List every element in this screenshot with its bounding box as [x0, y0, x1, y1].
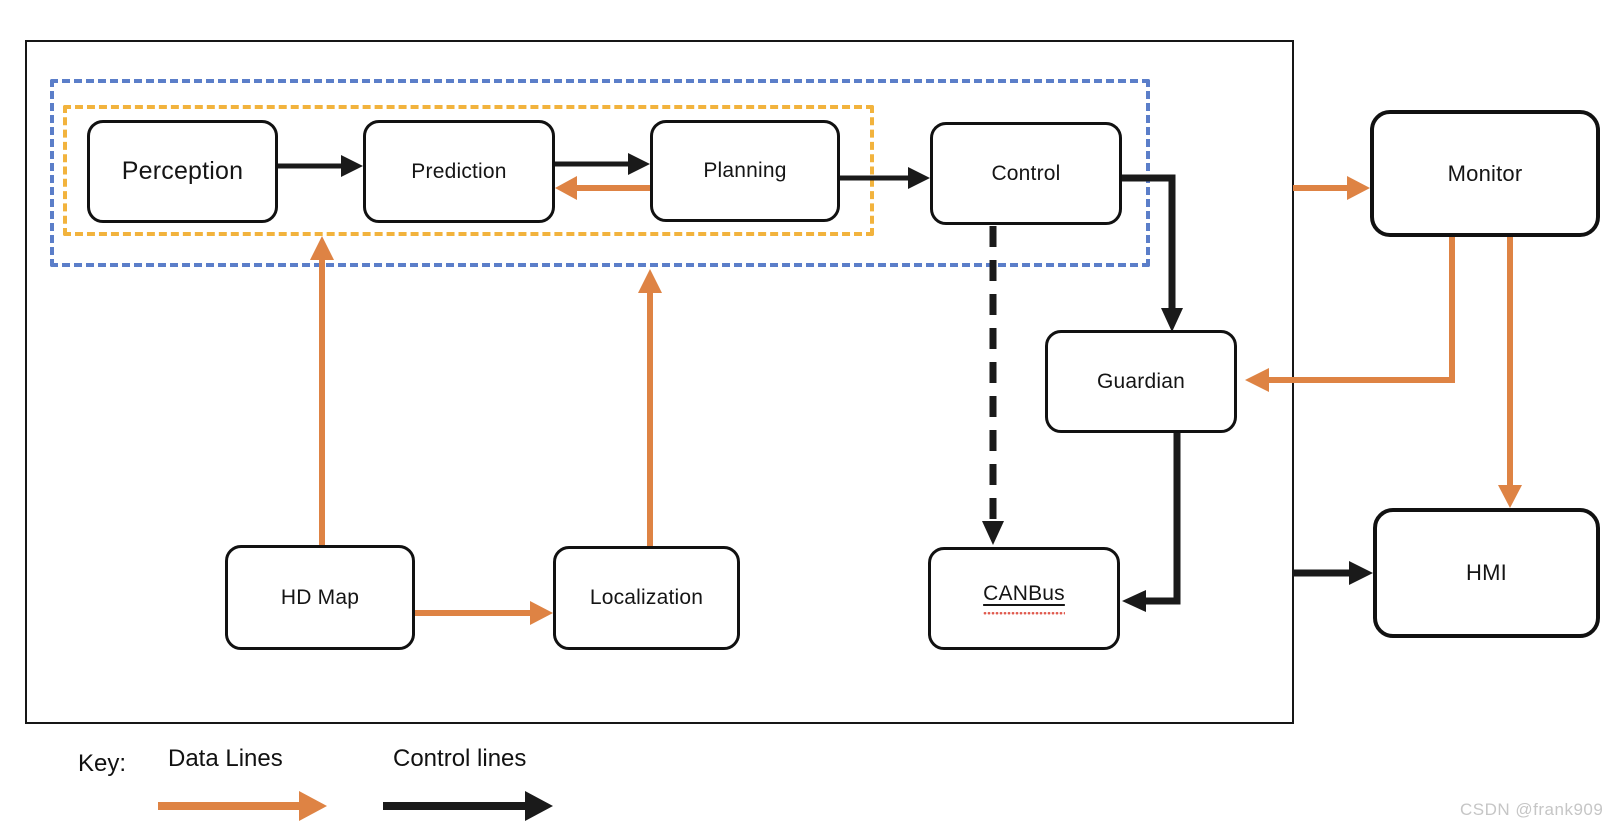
legend: Key: Data Lines Control lines	[0, 742, 700, 822]
node-hmi: HMI	[1373, 508, 1600, 638]
node-localization-label: Localization	[589, 586, 704, 609]
node-hd-map-label: HD Map	[280, 585, 360, 609]
legend-data-lines-label: Data Lines	[168, 745, 283, 772]
node-perception: Perception	[87, 120, 278, 223]
node-monitor: Monitor	[1370, 110, 1600, 237]
node-control: Control	[930, 122, 1122, 225]
node-prediction: Prediction	[363, 120, 555, 223]
arrow-frame-to-hmi	[1292, 561, 1373, 585]
outer-dashed-boundary	[50, 79, 1150, 267]
watermark: CSDN @frank909	[1460, 800, 1604, 819]
legend-title: Key:	[78, 750, 127, 777]
node-prediction-label: Prediction	[411, 159, 507, 183]
node-guardian-label: Guardian	[1097, 369, 1185, 393]
node-monitor-label: Monitor	[1447, 160, 1523, 186]
inner-dashed-boundary	[63, 105, 874, 236]
node-planning: Planning	[650, 120, 840, 222]
node-control-label: Control	[991, 161, 1061, 185]
legend-control-lines-label: Control lines	[393, 745, 527, 772]
node-guardian: Guardian	[1045, 330, 1237, 433]
arrow-frame-to-monitor	[1293, 176, 1370, 200]
node-planning-label: Planning	[703, 159, 787, 182]
arrow-monitor-to-hmi	[1498, 237, 1522, 508]
node-canbus: CANBus	[928, 547, 1120, 650]
node-canbus-label: CANBus	[983, 582, 1065, 615]
node-hd-map: HD Map	[225, 545, 415, 650]
node-perception-label: Perception	[121, 157, 244, 185]
node-localization: Localization	[553, 546, 740, 650]
node-hmi-label: HMI	[1466, 560, 1507, 585]
